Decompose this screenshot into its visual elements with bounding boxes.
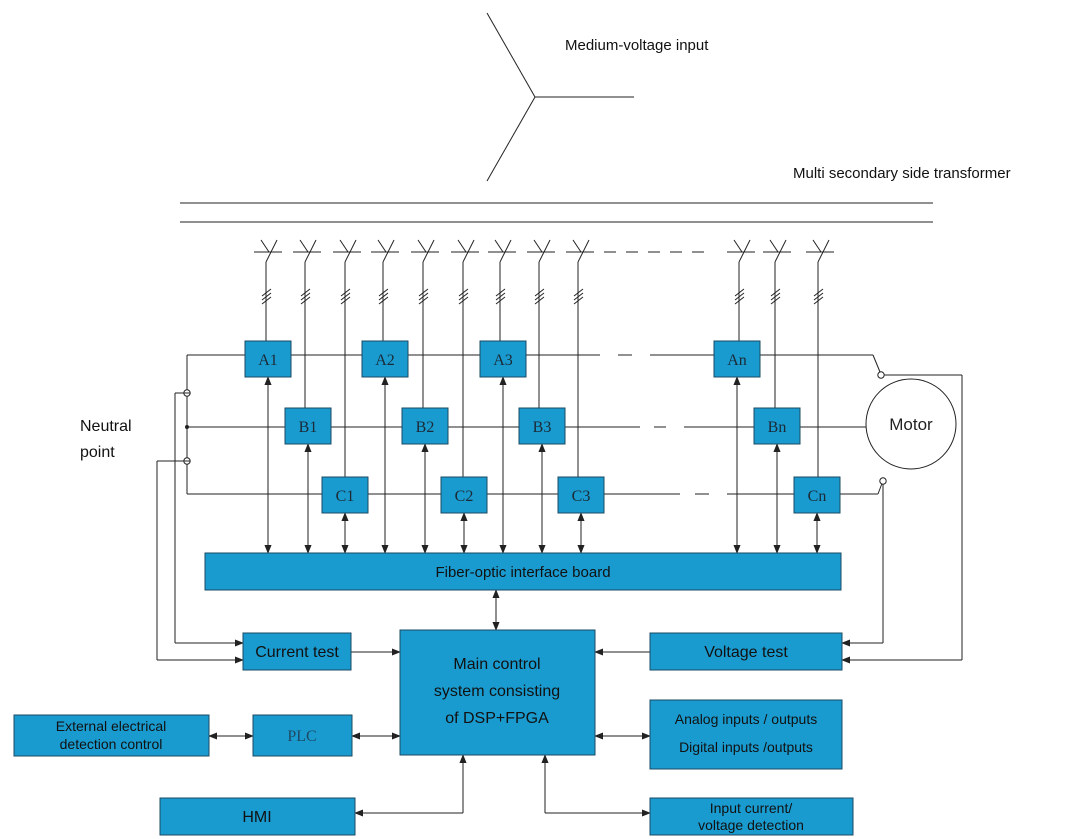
secondary-winding [806,239,834,340]
voltage-test-label: Voltage test [704,644,788,661]
secondary-winding [566,239,594,340]
neutral-label-line1: Neutral [80,418,132,435]
power-cell-label: C3 [572,488,591,505]
main-control-line1: Main control [453,656,540,673]
power-cell-label: C1 [336,488,355,505]
transformer-label: Multi secondary side transformer [793,165,1011,182]
power-cell-label: B2 [416,419,435,436]
power-cell-box [793,476,841,514]
input-detection-line2: voltage detection [698,817,804,833]
external-detection-line1: External electrical [56,718,167,734]
secondary-winding [411,239,439,340]
digital-io-label: Digital inputs /outputs [679,739,813,755]
power-cell-label: C2 [455,488,474,505]
external-detection-line2: detection control [60,736,163,752]
hmi-box [159,797,356,836]
secondary-winding [763,239,791,340]
power-cell-box [244,340,292,378]
analog-io-label: Analog inputs / outputs [675,711,817,727]
control-wiring [156,374,963,817]
power-cell-box [713,340,761,378]
plc-label: PLC [287,728,316,745]
main-control-line3: of DSP+FPGA [445,710,549,727]
motor-probe-top [877,371,885,379]
input-label: Medium-voltage input [565,37,709,54]
power-cell-label: A3 [493,352,513,369]
motor-symbol [865,378,957,470]
power-cell-label: A1 [258,352,278,369]
power-cell-box [361,340,409,378]
power-cell-box [401,407,449,445]
secondary-winding [527,239,555,340]
power-cell-label: Cn [808,488,827,505]
blocks [13,552,854,836]
neutral-point-node [185,425,189,429]
fiber-board-label: Fiber-optic interface board [435,564,610,581]
power-cell-label: B1 [299,419,318,436]
plc-box [252,714,353,757]
voltage-test-box [649,632,843,671]
input-line-lower [486,96,536,182]
hmi-label: HMI [242,809,271,826]
power-cell-box [753,407,801,445]
main-control-box [399,629,596,756]
power-cell-box [440,476,488,514]
secondary-winding [727,239,755,340]
power-cell-box [557,476,605,514]
motor-probe-bottom [879,477,887,485]
power-cell-box [518,407,566,445]
current-test-label: Current test [255,644,339,661]
secondary-winding [293,239,321,340]
secondary-winding [451,239,479,340]
power-cell-box [284,407,332,445]
power-cell-label: A2 [375,352,395,369]
cell-connectors [264,281,821,554]
secondary-winding [254,239,282,340]
io-box [649,699,843,770]
current-test-box [242,632,352,671]
main-control-line2: system consisting [434,683,560,700]
external-detection-box [13,714,210,757]
input-line-upper [486,12,536,98]
input-detection-line1: Input current/ [710,800,793,816]
power-cell-label: Bn [768,419,787,436]
secondary-winding [333,239,361,340]
neutral-label-line2: point [80,444,115,461]
input-detection-box [649,797,854,836]
power-cell-label: B3 [533,419,552,436]
secondary-winding [371,239,399,340]
fiber-board-box [204,552,842,591]
secondary-windings [254,239,834,340]
secondary-winding [488,239,516,340]
motor-label: Motor [889,415,933,434]
power-cell-box [321,476,369,514]
power-cell-box [479,340,527,378]
power-cell-label: An [727,352,747,369]
